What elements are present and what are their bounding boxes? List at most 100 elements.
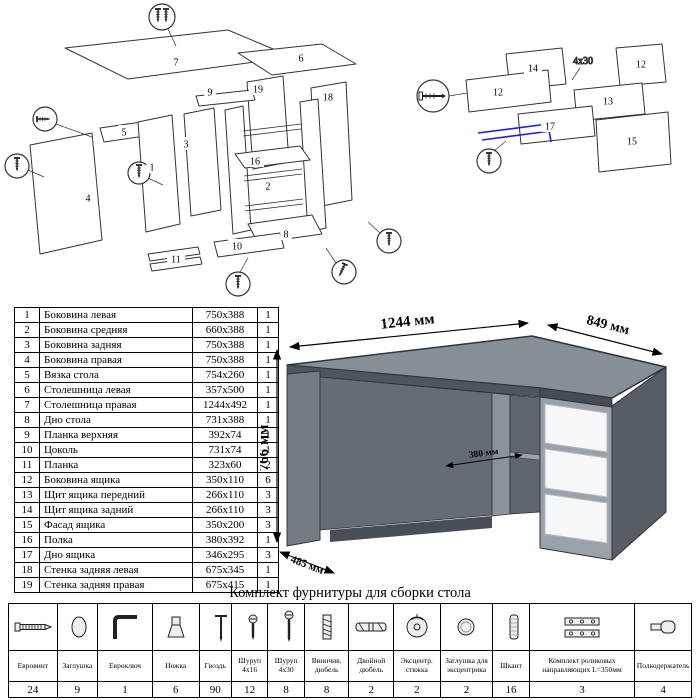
- hardware-label: Полкодержатель: [634, 650, 692, 682]
- hardware-qty: 12: [230, 681, 269, 698]
- hardware-label: Комплект роликовых направляющих L=350мм: [528, 650, 636, 682]
- panel-side-right-4: [29, 132, 103, 255]
- part-size: 1244x492: [192, 397, 258, 413]
- hardware-label: Гвоздь: [198, 650, 232, 682]
- part-size: 675x415: [192, 577, 258, 593]
- nail-icon: [198, 603, 232, 651]
- hexkey-icon: [97, 603, 153, 651]
- part-size: 266x110: [192, 487, 258, 503]
- hardware-qty: 6: [151, 681, 200, 698]
- hardware-label: Двойной дюбель: [348, 650, 395, 682]
- hardware-qty: 24: [8, 681, 58, 698]
- exploded-view-desk: [4, 3, 402, 297]
- screw16-icon: [230, 603, 269, 651]
- desk-left-panel: [286, 370, 321, 547]
- part-name: Полка: [39, 532, 193, 548]
- dim-depth-label: 849 мм: [585, 313, 631, 338]
- part-num: 2: [14, 322, 40, 338]
- hardware-icons-row: [8, 603, 692, 651]
- part-num: 10: [14, 442, 40, 458]
- dim-side-depth-label: 485 мм: [289, 553, 326, 577]
- part-name: Стенка задняя правая: [39, 577, 193, 593]
- part-size: 350x110: [192, 472, 258, 488]
- part-name: Щит ящика задний: [39, 502, 193, 518]
- part-num: 17: [14, 547, 40, 563]
- desk-plinth: [330, 516, 492, 542]
- part-num: 11: [14, 457, 40, 473]
- part-name: Планка: [39, 457, 193, 473]
- hardware-qty: 1: [97, 681, 153, 698]
- part-number-label: 19: [253, 85, 263, 96]
- hardware-label: Евровинт: [8, 650, 58, 682]
- dim-line-side-depth: [279, 551, 335, 574]
- part-num: 5: [14, 367, 40, 383]
- hardware-qty: 8: [267, 681, 305, 698]
- part-name: Боковина правая: [39, 352, 193, 368]
- drawer-groove-highlight2: [481, 130, 552, 141]
- hardware-label: Заглушка для эксцентрика: [439, 650, 494, 682]
- part-num: 14: [14, 502, 40, 518]
- part-size: 754x260: [192, 367, 258, 383]
- screw30-icon: [267, 603, 305, 651]
- part-number-label: 15: [627, 137, 637, 148]
- part-size: 750x388: [192, 307, 258, 323]
- part-size: 323x60: [192, 457, 258, 473]
- part-num: 18: [14, 562, 40, 578]
- part-size: 350x200: [192, 517, 258, 533]
- part-qty: 3: [257, 547, 279, 563]
- part-num: 7: [14, 397, 40, 413]
- hardware-qty: 2: [439, 681, 494, 698]
- part-num: 4: [14, 352, 40, 368]
- part-number-label: 2: [266, 182, 271, 193]
- part-size: 357x500: [192, 382, 258, 398]
- part-number-label: 7: [174, 58, 179, 69]
- part-name: Дно стола: [39, 412, 193, 428]
- part-number-label: 6: [299, 54, 304, 65]
- part-number-label: 18: [323, 93, 333, 104]
- part-name: Дно ящика: [39, 547, 193, 563]
- part-name: Боковина левая: [39, 307, 193, 323]
- part-name: Боковина ящика: [39, 472, 193, 488]
- part-number-label: 12: [493, 88, 503, 99]
- part-name: Цоколь: [39, 442, 193, 458]
- part-name: Планка верхняя: [39, 427, 193, 443]
- part-size: 750x388: [192, 337, 258, 353]
- hardware-label: Ввинчив. дюбель: [303, 650, 350, 682]
- hardware-qty: 9: [56, 681, 99, 698]
- part-size: 675x345: [192, 562, 258, 578]
- camcap-icon: [439, 603, 494, 651]
- desk-render: [286, 335, 667, 561]
- hardware-qty: 8: [303, 681, 350, 698]
- hardware-label: Евроключ: [97, 650, 153, 682]
- part-num: 8: [14, 412, 40, 428]
- shkant-icon: [492, 603, 530, 651]
- part-size: 731x388: [192, 412, 258, 428]
- part-number-label: 16: [250, 157, 260, 168]
- dim-line-width: [288, 319, 530, 351]
- panel-side-back-3: [183, 107, 222, 217]
- part-number-label: 11: [171, 255, 181, 266]
- hardware-qty: 3: [528, 681, 636, 698]
- cabinet-side: [299, 98, 327, 233]
- ddowel-icon: [348, 603, 395, 651]
- part-num: 15: [14, 517, 40, 533]
- part-name: Фасад ящика: [39, 517, 193, 533]
